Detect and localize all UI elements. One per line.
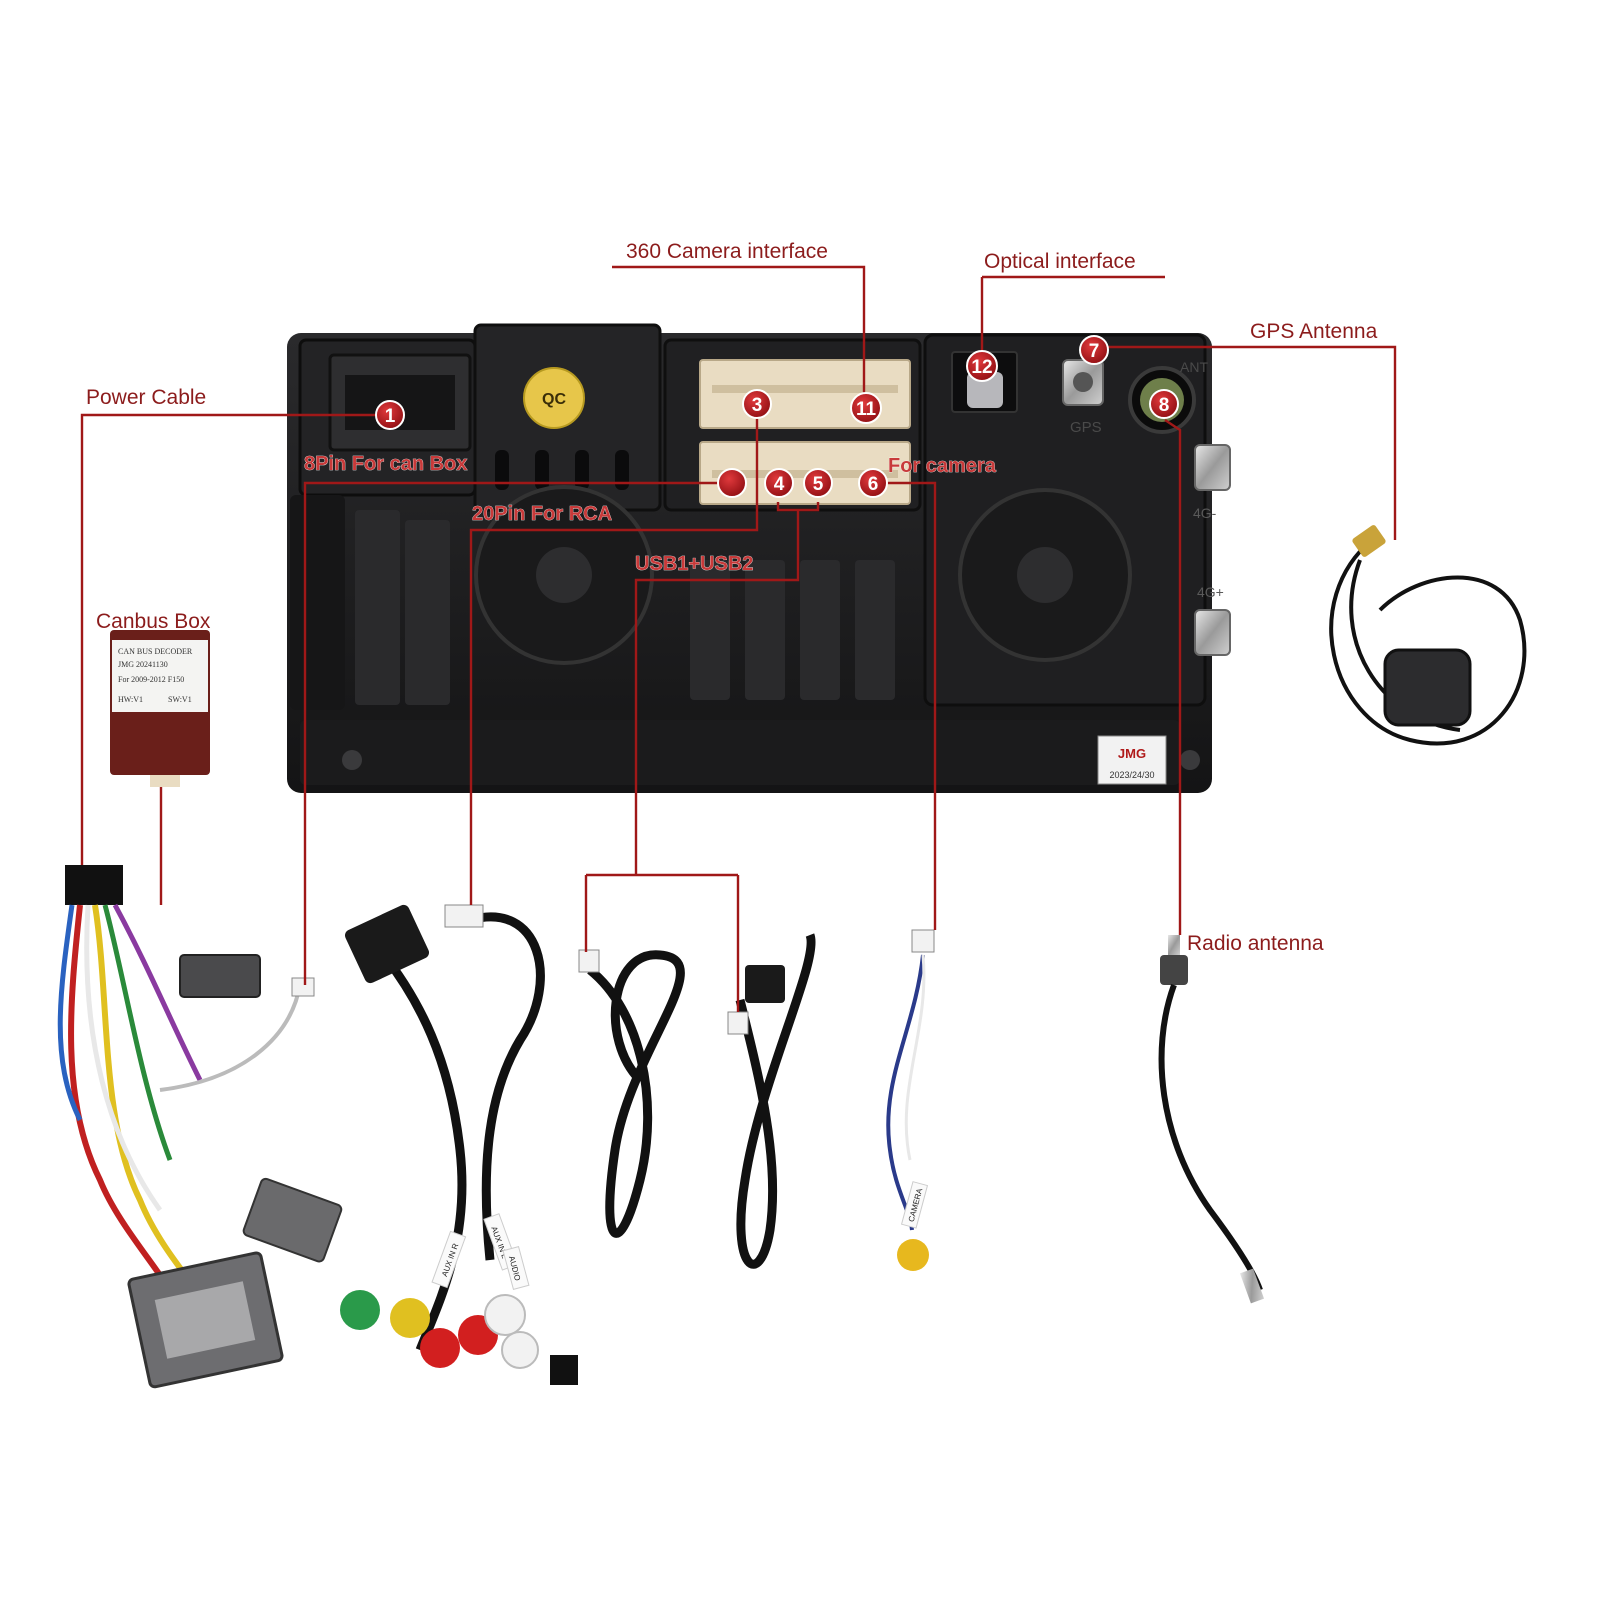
head-unit: QC GPS ANT: [287, 323, 1231, 793]
callout-5: 5: [803, 468, 833, 498]
power-connector: [328, 353, 472, 452]
label-forcamera: For camera: [888, 455, 997, 477]
svg-text:4: 4: [774, 474, 785, 495]
4g-minus-mark: 4G-: [1193, 505, 1217, 521]
label-optical: Optical interface: [984, 250, 1136, 273]
svg-text:12: 12: [971, 357, 992, 378]
camera-cable: CAMERA: [886, 929, 935, 1271]
label-rca: 20Pin For RCA: [472, 503, 612, 525]
label-radio: Radio antenna: [1187, 932, 1324, 955]
4g-plus-port: 4G+: [1194, 584, 1231, 656]
callout-rca-dot: [717, 468, 747, 498]
canbus-line3: For 2009-2012 F150: [118, 675, 184, 684]
rca-harness: AUX IN R AUX IN L AUDIO: [340, 904, 578, 1385]
gps-mark: GPS: [1070, 419, 1102, 436]
canbus-line1: CAN BUS DECODER: [118, 647, 193, 656]
fan-right: [958, 488, 1132, 662]
callout-3: 3: [742, 389, 772, 419]
qc-sticker: QC: [523, 367, 585, 429]
canbus-hw: HW:V1: [118, 695, 143, 704]
rca-usb-camera-connector: [699, 441, 911, 505]
label-power: Power Cable: [86, 386, 206, 409]
labels: 360 Camera interface Optical interface G…: [86, 240, 1378, 955]
jmg-label: JMG 2023/24/30: [1097, 735, 1167, 785]
gps-antenna-accessory: [1329, 525, 1527, 746]
callout-7: 7: [1079, 335, 1109, 365]
aux-tag-r: AUX IN R: [431, 1230, 467, 1289]
callout-12: 12: [966, 350, 998, 382]
camera-tag: CAMERA: [900, 1181, 929, 1229]
qc-text: QC: [542, 391, 566, 408]
svg-text:8: 8: [1159, 395, 1170, 416]
svg-text:3: 3: [752, 395, 763, 416]
callout-8: 8: [1149, 389, 1179, 419]
svg-text:5: 5: [813, 474, 824, 495]
4g-minus-port: 4G-: [1193, 444, 1231, 521]
power-harness: [57, 865, 343, 1389]
svg-text:7: 7: [1089, 341, 1100, 362]
label-gps: GPS Antenna: [1250, 320, 1378, 343]
heatsink-fins: [290, 495, 895, 710]
callout-4: 4: [764, 468, 794, 498]
4g-plus-mark: 4G+: [1197, 584, 1224, 600]
callout-1: 1: [375, 400, 405, 430]
jmg-date: 2023/24/30: [1109, 770, 1154, 780]
canbus-box: CAN BUS DECODER JMG 20241130 For 2009-20…: [110, 630, 210, 787]
callout-11: 11: [850, 392, 882, 424]
label-usb: USB1+USB2: [635, 553, 753, 575]
svg-text:1: 1: [385, 406, 396, 427]
label-canbus: Canbus Box: [96, 610, 211, 633]
canbus-line2: JMG 20241130: [118, 660, 168, 669]
leader-lines: [80, 265, 1397, 1012]
svg-text:6: 6: [868, 474, 879, 495]
usb-cables: [578, 933, 816, 1269]
audio-tag: AUDIO: [502, 1245, 530, 1291]
label-camera360: 360 Camera interface: [626, 240, 828, 263]
callout-badges: 1 3 11 12 7 8 4 5 6: [375, 335, 1179, 498]
label-canpin: 8Pin For can Box: [304, 453, 467, 475]
canbus-sw: SW:V1: [168, 695, 192, 704]
svg-text:11: 11: [856, 399, 877, 420]
jmg-text: JMG: [1118, 746, 1146, 761]
ant-mark: ANT: [1180, 359, 1208, 375]
radio-antenna-accessory: [1158, 935, 1265, 1304]
callout-6: 6: [858, 468, 888, 498]
